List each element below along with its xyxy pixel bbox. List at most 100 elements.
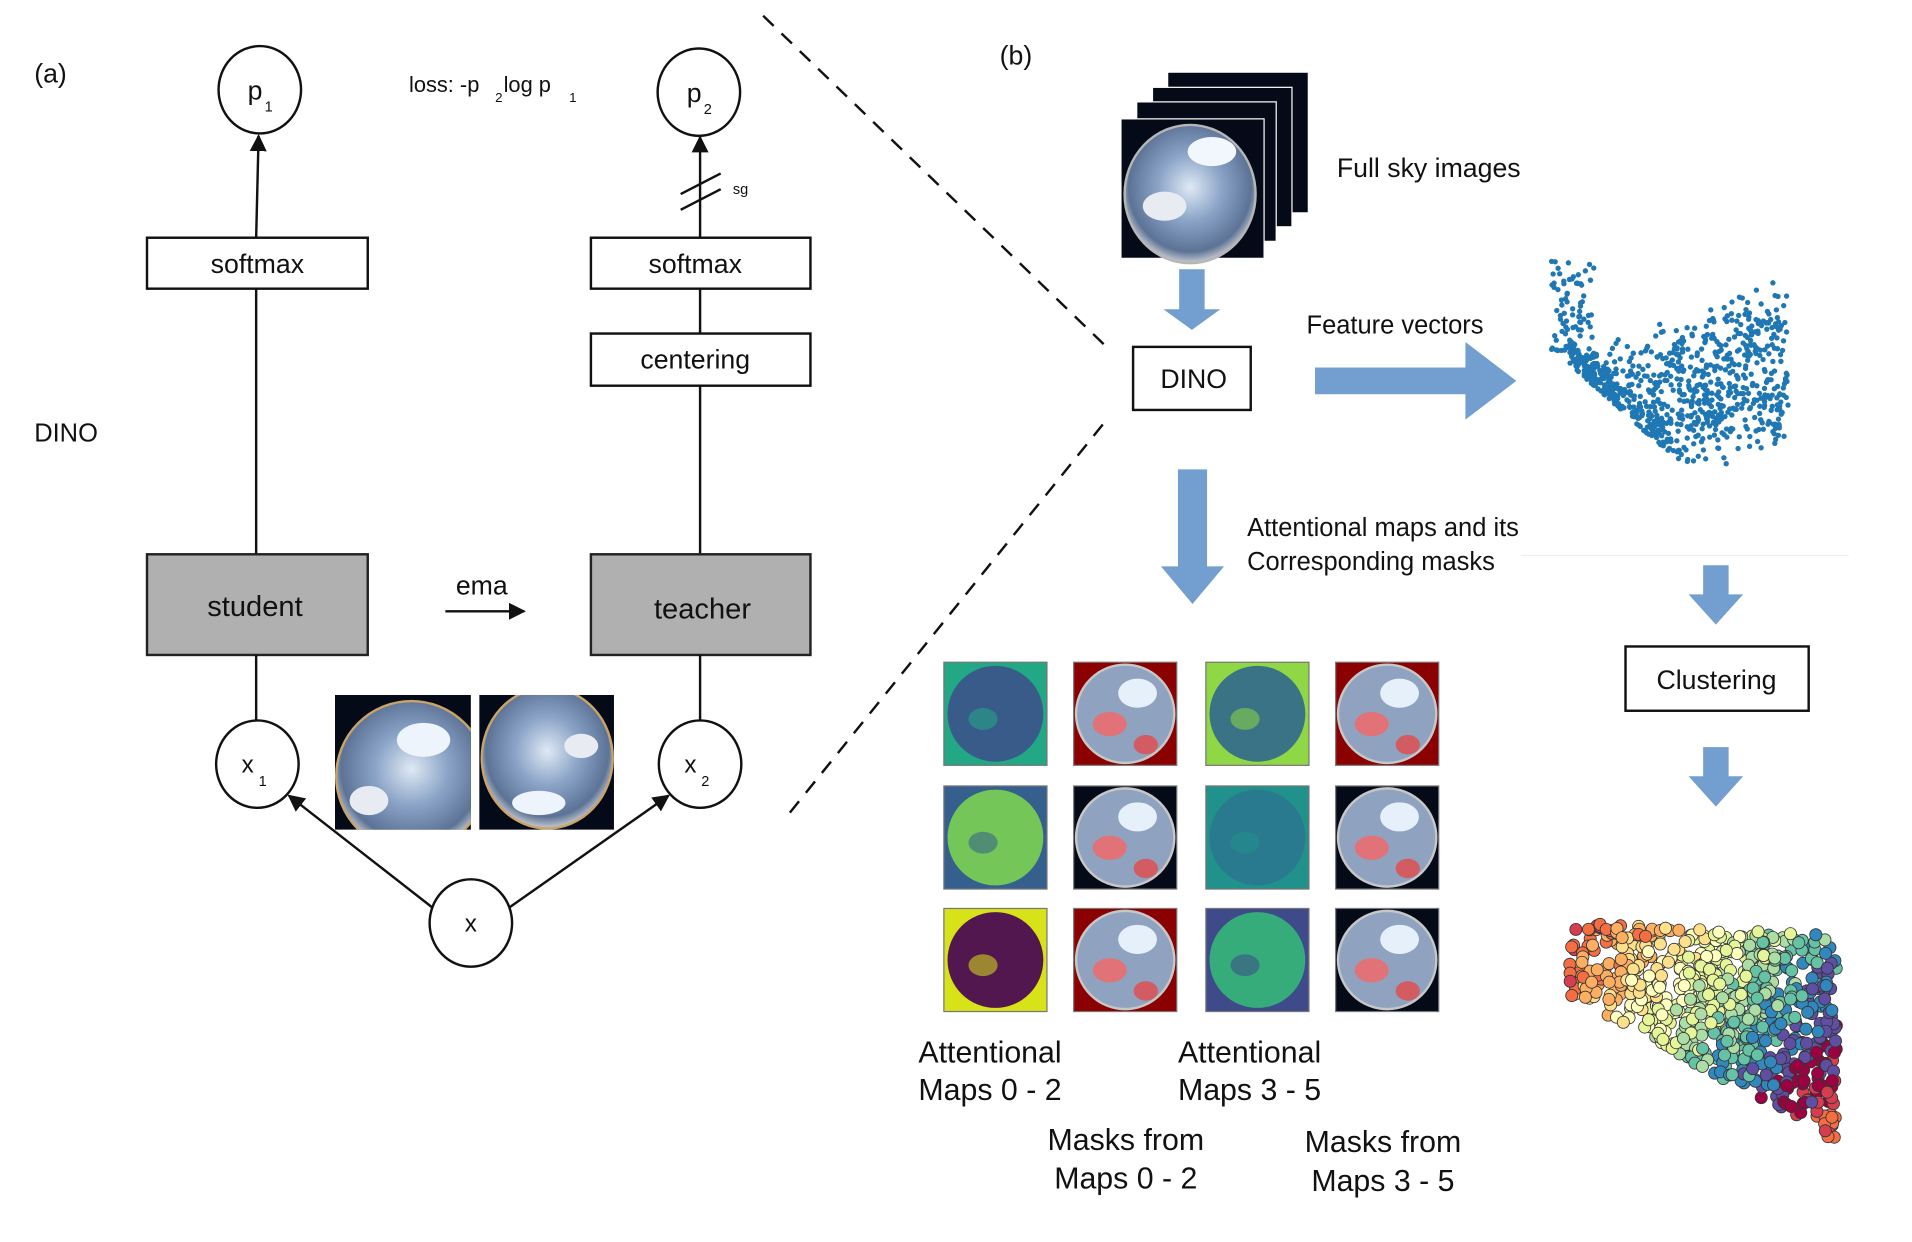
cluster-point	[1586, 938, 1600, 952]
feature-point	[1698, 346, 1705, 352]
feature-point	[1646, 431, 1652, 437]
feature-point	[1742, 311, 1748, 318]
feature-point	[1689, 333, 1696, 339]
feature-point	[1769, 403, 1775, 409]
cluster-point	[1578, 990, 1592, 1004]
cluster-point	[1682, 966, 1696, 980]
scatter-to-clustering-arrow	[1688, 565, 1744, 625]
stop-gradient-label: sg	[733, 182, 748, 198]
feature-point	[1694, 350, 1700, 356]
feature-point	[1563, 324, 1569, 330]
cluster-point	[1825, 1003, 1839, 1017]
feature-point	[1764, 308, 1771, 315]
full-sky-images-label: Full sky images	[1337, 153, 1521, 183]
mask-3-5-line1: Masks from	[1305, 1126, 1462, 1159]
feature-point	[1717, 413, 1724, 419]
feature-point	[1564, 291, 1570, 297]
feature-point	[1771, 431, 1777, 437]
feature-point	[1699, 357, 1705, 364]
clustered-scatter-plot	[1563, 917, 1843, 1144]
feature-point	[1707, 434, 1713, 440]
feature-point	[1721, 455, 1727, 461]
feature-point	[1701, 400, 1708, 406]
feature-point	[1603, 360, 1609, 366]
feature-point	[1720, 384, 1726, 391]
feature-point	[1576, 351, 1582, 357]
teacher-box	[589, 553, 812, 657]
cluster-point	[1696, 1042, 1710, 1056]
cluster-point	[1820, 961, 1834, 975]
cluster-point	[1739, 969, 1753, 983]
feature-point	[1707, 362, 1714, 368]
feature-point	[1730, 426, 1736, 432]
feature-point	[1577, 300, 1584, 306]
feature-point	[1679, 340, 1685, 347]
feature-point	[1577, 308, 1583, 315]
cluster-point	[1734, 987, 1748, 1001]
feature-point	[1735, 445, 1741, 452]
feature-point	[1699, 426, 1705, 432]
feature-point	[1717, 405, 1723, 412]
cluster-point	[1694, 1007, 1708, 1021]
cluster-point	[1741, 1012, 1755, 1026]
feature-point	[1776, 421, 1782, 428]
cluster-point	[1746, 1062, 1760, 1076]
cluster-point	[1809, 928, 1823, 942]
cluster-point	[1700, 949, 1714, 963]
feature-point	[1651, 372, 1657, 378]
feature-point	[1592, 361, 1598, 368]
cluster-point	[1783, 992, 1797, 1006]
cluster-point	[1750, 991, 1764, 1005]
feature-point	[1664, 412, 1670, 418]
feature-point	[1581, 367, 1587, 374]
feature-point	[1675, 428, 1681, 434]
feature-point	[1708, 335, 1715, 341]
cluster-point	[1717, 1048, 1731, 1062]
feature-point	[1764, 343, 1771, 349]
feature-point	[1691, 389, 1697, 395]
feature-point	[1718, 343, 1724, 349]
cluster-point	[1811, 1079, 1825, 1093]
feature-point	[1575, 368, 1582, 375]
feature-point	[1581, 316, 1587, 322]
feature-point	[1751, 397, 1758, 403]
cluster-point	[1641, 945, 1655, 959]
feature-point	[1768, 407, 1774, 413]
cluster-point	[1768, 951, 1782, 965]
feature-point	[1758, 301, 1764, 307]
feature-point	[1630, 350, 1636, 356]
stop-gradient-mark: sg	[680, 172, 748, 211]
attention-caption-line1: Attentional maps and its	[1247, 514, 1519, 542]
panel-a: (a) DINO p 1 loss: -p 2 log p 1 p 2 soft…	[34, 44, 812, 968]
cluster-point	[1656, 1032, 1670, 1046]
feature-point	[1730, 368, 1736, 375]
feature-point	[1757, 352, 1763, 359]
feature-point	[1666, 445, 1673, 452]
feature-point	[1739, 405, 1745, 411]
feature-point	[1750, 380, 1756, 387]
cluster-point	[1653, 937, 1667, 951]
feature-point	[1675, 359, 1682, 365]
feature-point	[1726, 363, 1732, 369]
attention-map-tile	[943, 661, 1048, 766]
cluster-point	[1798, 1050, 1812, 1064]
feature-point	[1710, 317, 1716, 323]
feature-point	[1639, 410, 1645, 416]
feature-point	[1747, 351, 1753, 358]
cluster-point	[1667, 942, 1681, 956]
dino-to-maps-arrow	[1160, 469, 1225, 605]
feature-point	[1679, 407, 1685, 413]
feature-point	[1562, 296, 1569, 302]
feature-point	[1688, 354, 1695, 360]
feature-point	[1703, 456, 1709, 462]
feature-point	[1774, 335, 1780, 341]
feature-point	[1783, 293, 1790, 299]
feature-point	[1609, 381, 1615, 388]
cluster-point	[1750, 1048, 1764, 1062]
feature-point	[1593, 353, 1600, 359]
feature-point	[1731, 383, 1737, 390]
mask-3-5-line2: Maps 3 - 5	[1311, 1165, 1454, 1198]
att-0-2-line2: Maps 0 - 2	[918, 1074, 1061, 1107]
feature-point	[1565, 260, 1572, 266]
